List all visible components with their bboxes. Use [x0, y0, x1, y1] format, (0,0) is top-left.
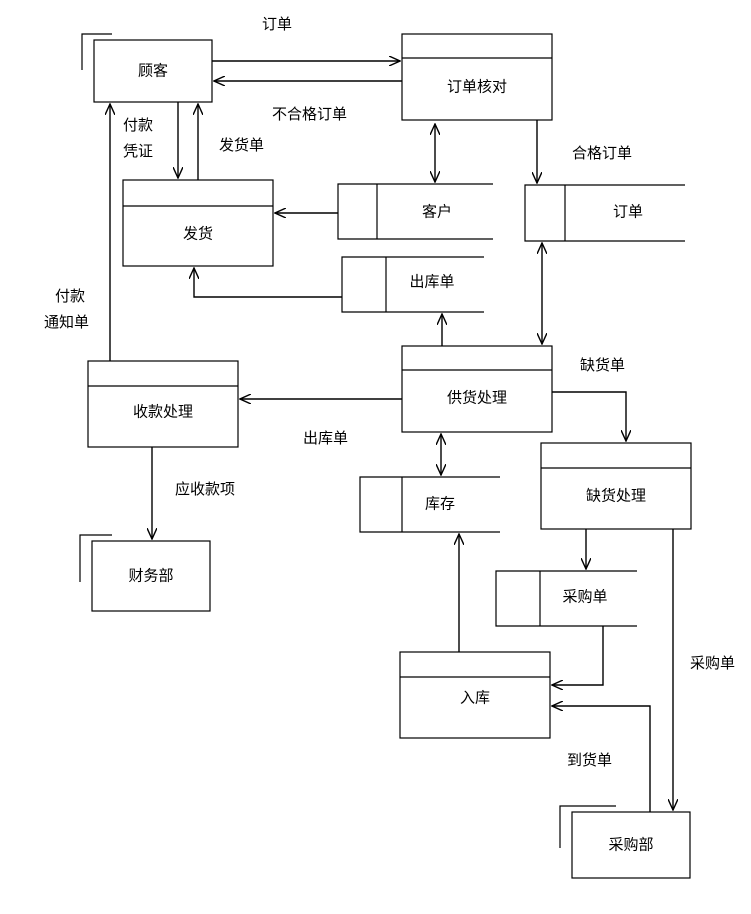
store-purchase-order-label: 采购单 — [562, 588, 607, 606]
process-supply: 供货处理 — [401, 345, 553, 433]
label-valid-order: 合格订单 — [572, 144, 632, 162]
process-order-check: 订单核对 — [401, 33, 553, 121]
entity-purchasing-dept: 采购部 — [559, 805, 691, 879]
label-outbound-slip: 出库单 — [303, 429, 348, 447]
store-orders: 订单 — [524, 184, 685, 242]
label-purchase-order: 采购单 — [690, 654, 735, 672]
flow-shortage-slip-arrow — [552, 391, 626, 441]
store-orders-label: 订单 — [613, 203, 643, 221]
process-stock-in-label: 入库 — [460, 689, 490, 707]
label-receivables: 应收款项 — [175, 480, 235, 498]
label-order: 订单 — [262, 15, 292, 33]
label-payment-notice-line2: 通知单 — [44, 313, 89, 331]
process-shipping-label: 发货 — [183, 225, 213, 243]
store-outbound-slip-label: 出库单 — [409, 273, 454, 291]
label-payment-notice-line1: 付款 — [55, 287, 85, 305]
store-inventory: 库存 — [359, 476, 500, 533]
entity-customer-label: 顾客 — [138, 62, 168, 80]
store-purchase-order: 采购单 — [495, 570, 637, 627]
process-payment-label: 收款处理 — [133, 403, 193, 421]
process-shortage: 缺货处理 — [540, 442, 692, 530]
label-rejected-order: 不合格订单 — [272, 105, 347, 123]
store-customers-label: 客户 — [422, 203, 452, 221]
label-payment-voucher-line2: 凭证 — [123, 142, 153, 160]
entity-finance: 财务部 — [79, 534, 211, 612]
flow-arrival-slip-arrow — [552, 706, 651, 812]
process-payment: 收款处理 — [87, 360, 239, 448]
process-shortage-label: 缺货处理 — [586, 487, 646, 505]
entity-customer: 顾客 — [81, 33, 213, 103]
flow-outbound-to-shipping-arrow — [194, 268, 342, 298]
process-stock-in: 入库 — [399, 651, 551, 739]
store-inventory-label: 库存 — [425, 495, 455, 513]
store-customers: 客户 — [337, 183, 493, 240]
process-order-check-label: 订单核对 — [447, 78, 507, 96]
process-supply-label: 供货处理 — [447, 389, 507, 407]
label-shortage-slip: 缺货单 — [580, 356, 625, 374]
flow-purchase-store-to-stock-in-arrow — [552, 626, 604, 685]
process-shipping: 发货 — [122, 179, 274, 267]
entity-finance-label: 财务部 — [128, 567, 173, 585]
entity-purchasing-dept-label: 采购部 — [608, 836, 653, 854]
store-outbound-slip: 出库单 — [341, 256, 484, 313]
label-payment-voucher-line1: 付款 — [123, 116, 153, 134]
label-arrival-slip: 到货单 — [567, 751, 612, 769]
label-shipping-slip: 发货单 — [219, 136, 264, 154]
